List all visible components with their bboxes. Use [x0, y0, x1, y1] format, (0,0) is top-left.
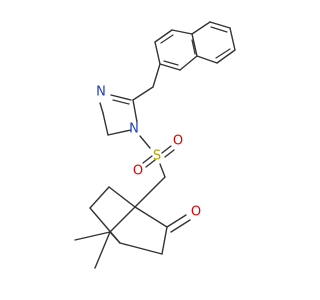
bond	[191, 33, 198, 57]
bond	[134, 176, 166, 208]
bond	[119, 242, 163, 255]
bond	[109, 206, 136, 233]
sulfur-atom-label: S	[153, 149, 161, 164]
bond	[152, 63, 161, 88]
bond	[94, 231, 111, 269]
bond	[166, 214, 187, 228]
imidazoline-ring	[99, 94, 138, 136]
nitrogen-atom-label: N	[96, 85, 106, 100]
nitrogen-atom-label: N	[129, 122, 139, 137]
bond	[164, 149, 175, 158]
bond	[170, 219, 191, 233]
bond	[191, 39, 196, 55]
bond	[109, 231, 121, 244]
bond	[89, 186, 110, 209]
oxygen-atom-label: O	[173, 134, 183, 149]
bond	[160, 34, 174, 44]
molecule-canvas: N N S O O O	[74, 21, 236, 269]
bond	[161, 226, 168, 255]
molecule-structure: N N S O O O	[74, 21, 236, 269]
bond	[102, 112, 109, 136]
bond	[108, 186, 136, 208]
bond	[215, 48, 231, 59]
atom-labels: N N S O O O	[96, 85, 201, 220]
bond	[229, 27, 236, 51]
bond	[112, 99, 130, 105]
bond	[159, 63, 181, 71]
bond	[145, 159, 156, 168]
bond	[159, 163, 166, 178]
bond	[216, 49, 236, 64]
bond	[132, 86, 154, 101]
bicyclic-ketone-group	[74, 186, 191, 269]
bond	[209, 21, 231, 29]
bond	[142, 155, 153, 164]
bond	[139, 135, 151, 149]
bond	[196, 55, 218, 64]
oxygen-atom-label: O	[133, 164, 143, 179]
bond	[107, 129, 132, 136]
bond	[110, 94, 132, 101]
bond	[154, 29, 173, 43]
bond	[191, 21, 211, 35]
bond	[154, 41, 161, 65]
bond	[74, 231, 111, 241]
bond	[179, 55, 198, 71]
bond	[134, 206, 168, 228]
naphthalene-group	[154, 21, 236, 71]
bond	[161, 145, 172, 154]
bond	[132, 99, 138, 123]
bond	[171, 29, 193, 35]
bond	[163, 60, 179, 66]
oxygen-atom-label: O	[191, 205, 201, 220]
bond	[99, 102, 104, 114]
bond	[210, 26, 228, 33]
